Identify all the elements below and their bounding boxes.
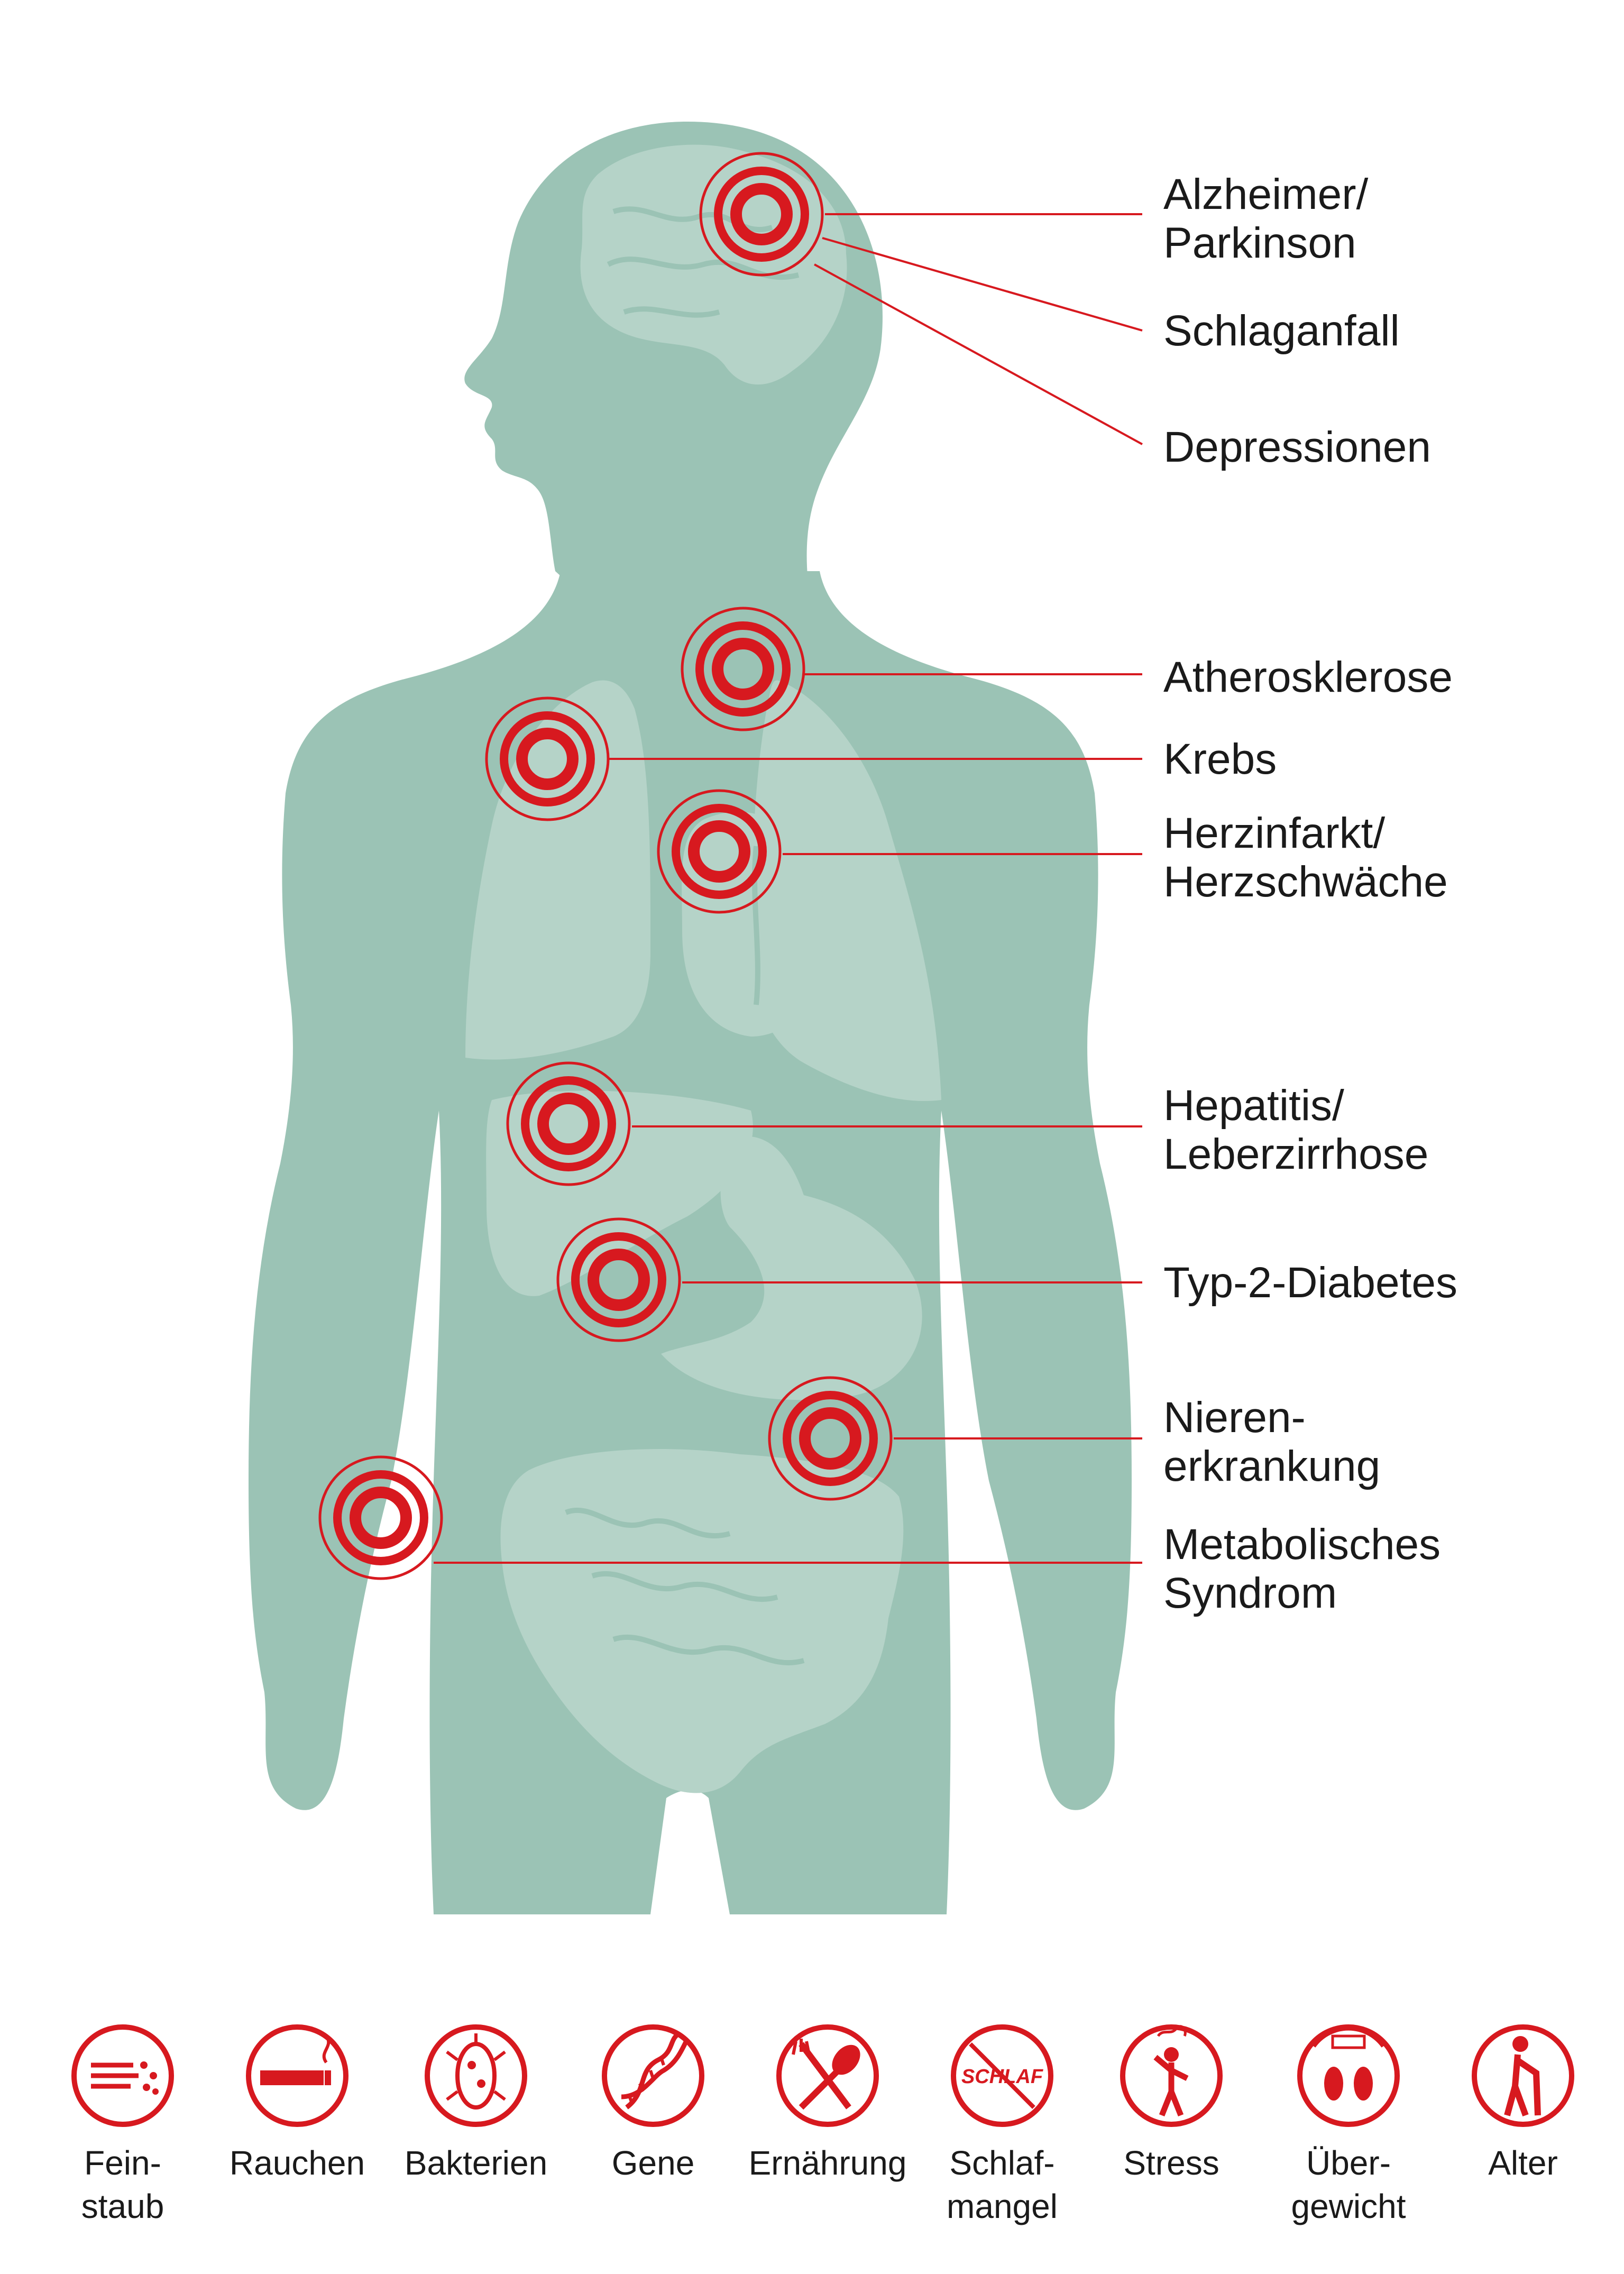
cause-rauchen: Rauchen	[218, 2023, 377, 2185]
cause-feinstaub: Fein-staub	[43, 2023, 202, 2228]
scale-icon	[1297, 2024, 1400, 2127]
cause-label-schlafmangel: Schlaf-mangel	[947, 2141, 1058, 2228]
fine-dust-icon	[71, 2024, 174, 2127]
target-marker-heart	[657, 789, 782, 914]
stomach-shape	[661, 1136, 922, 1400]
fork-spoon-icon	[776, 2024, 879, 2127]
condition-label-line: Nieren-	[1163, 1393, 1306, 1442]
left-lung-shape	[465, 680, 650, 1060]
cause-label-alter: Alter	[1488, 2141, 1558, 2185]
elderly-person-icon	[1472, 2024, 1574, 2127]
cigarette-icon	[246, 2024, 348, 2127]
condition-label-hepatitis: Hepatitis/Leberzirrhose	[1163, 1081, 1428, 1179]
condition-label-line: Herzschwäche	[1163, 858, 1448, 906]
dna-icon	[602, 2024, 704, 2127]
cause-label-line: Ernährung	[748, 2144, 907, 2182]
cause-uebergewicht: Über-gewicht	[1269, 2023, 1428, 2228]
target-marker-lung	[485, 696, 610, 821]
cause-ernaehrung: Ernährung	[748, 2023, 907, 2185]
cause-label-line: mangel	[947, 2187, 1058, 2225]
condition-label-line: Schlaganfall	[1163, 307, 1400, 355]
cause-bakterien: Bakterien	[397, 2023, 555, 2185]
cause-label-line: Gene	[611, 2144, 695, 2182]
condition-label-line: Typ-2-Diabetes	[1163, 1259, 1458, 1307]
condition-label-schlaganfall: Schlaganfall	[1163, 307, 1400, 355]
cause-label-line: gewicht	[1291, 2187, 1406, 2225]
cause-label-line: staub	[81, 2187, 164, 2225]
condition-label-line: Alzheimer/	[1163, 170, 1369, 218]
intestines-shape	[500, 1449, 904, 1793]
condition-label-line: Syndrom	[1163, 1569, 1337, 1617]
condition-label-krebs: Krebs	[1163, 735, 1277, 784]
bacterium-icon	[425, 2024, 527, 2127]
cause-schlafmangel: SCHLAF Schlaf-mangel	[923, 2023, 1081, 2228]
condition-label-line: Depressionen	[1163, 423, 1431, 471]
condition-label-nieren: Nieren-erkrankung	[1163, 1393, 1380, 1491]
leader-line-depressionen	[814, 263, 1143, 445]
target-marker-brain	[699, 152, 824, 277]
condition-label-alzheimer: Alzheimer/Parkinson	[1163, 170, 1368, 268]
cause-label-stress: Stress	[1123, 2141, 1219, 2185]
leader-lines	[434, 213, 1143, 1564]
cause-label-gene: Gene	[612, 2141, 695, 2185]
target-marker-liver	[506, 1061, 631, 1186]
cause-label-ernaehrung: Ernährung	[749, 2141, 907, 2185]
condition-label-atherosklerose: Atherosklerose	[1163, 653, 1453, 702]
target-markers	[318, 152, 893, 1580]
condition-label-line: Parkinson	[1163, 219, 1356, 267]
cause-label-line: Bakterien	[404, 2144, 548, 2182]
cause-label-line: Fein-	[84, 2144, 161, 2182]
condition-label-line: erkrankung	[1163, 1442, 1381, 1490]
cause-label-uebergewicht: Über-gewicht	[1291, 2141, 1406, 2228]
cause-stress: Stress	[1092, 2023, 1251, 2185]
target-marker-pancreas	[556, 1217, 681, 1342]
cause-alter: Alter	[1444, 2023, 1602, 2185]
cause-label-feinstaub: Fein-staub	[81, 2141, 164, 2228]
cause-label-line: Über-	[1306, 2144, 1391, 2182]
stressed-person-icon	[1120, 2024, 1223, 2127]
cause-label-line: Stress	[1123, 2144, 1219, 2182]
leader-line-schlaganfall	[822, 237, 1143, 332]
no-sleep-icon: SCHLAF	[951, 2024, 1053, 2127]
cause-label-bakterien: Bakterien	[405, 2141, 547, 2185]
cause-label-line: Rauchen	[229, 2144, 365, 2182]
condition-label-line: Herzinfarkt/	[1163, 809, 1386, 857]
target-marker-kidney	[768, 1376, 893, 1501]
condition-label-line: Metabolisches	[1163, 1520, 1441, 1569]
cause-label-rauchen: Rauchen	[230, 2141, 365, 2185]
condition-label-line: Atherosklerose	[1163, 653, 1453, 701]
cause-label-line: Alter	[1488, 2144, 1558, 2182]
condition-label-line: Leberzirrhose	[1163, 1130, 1429, 1178]
condition-label-herzinfarkt: Herzinfarkt/Herzschwäche	[1163, 809, 1448, 906]
condition-label-diabetes: Typ-2-Diabetes	[1163, 1259, 1457, 1307]
cause-label-line: Schlaf-	[949, 2144, 1055, 2182]
condition-label-depressionen: Depressionen	[1163, 423, 1431, 472]
cause-gene: Gene	[574, 2023, 732, 2185]
target-marker-abdomen	[318, 1455, 443, 1580]
condition-label-line: Hepatitis/	[1163, 1081, 1344, 1130]
condition-label-line: Krebs	[1163, 735, 1277, 783]
target-marker-aorta	[681, 607, 805, 731]
